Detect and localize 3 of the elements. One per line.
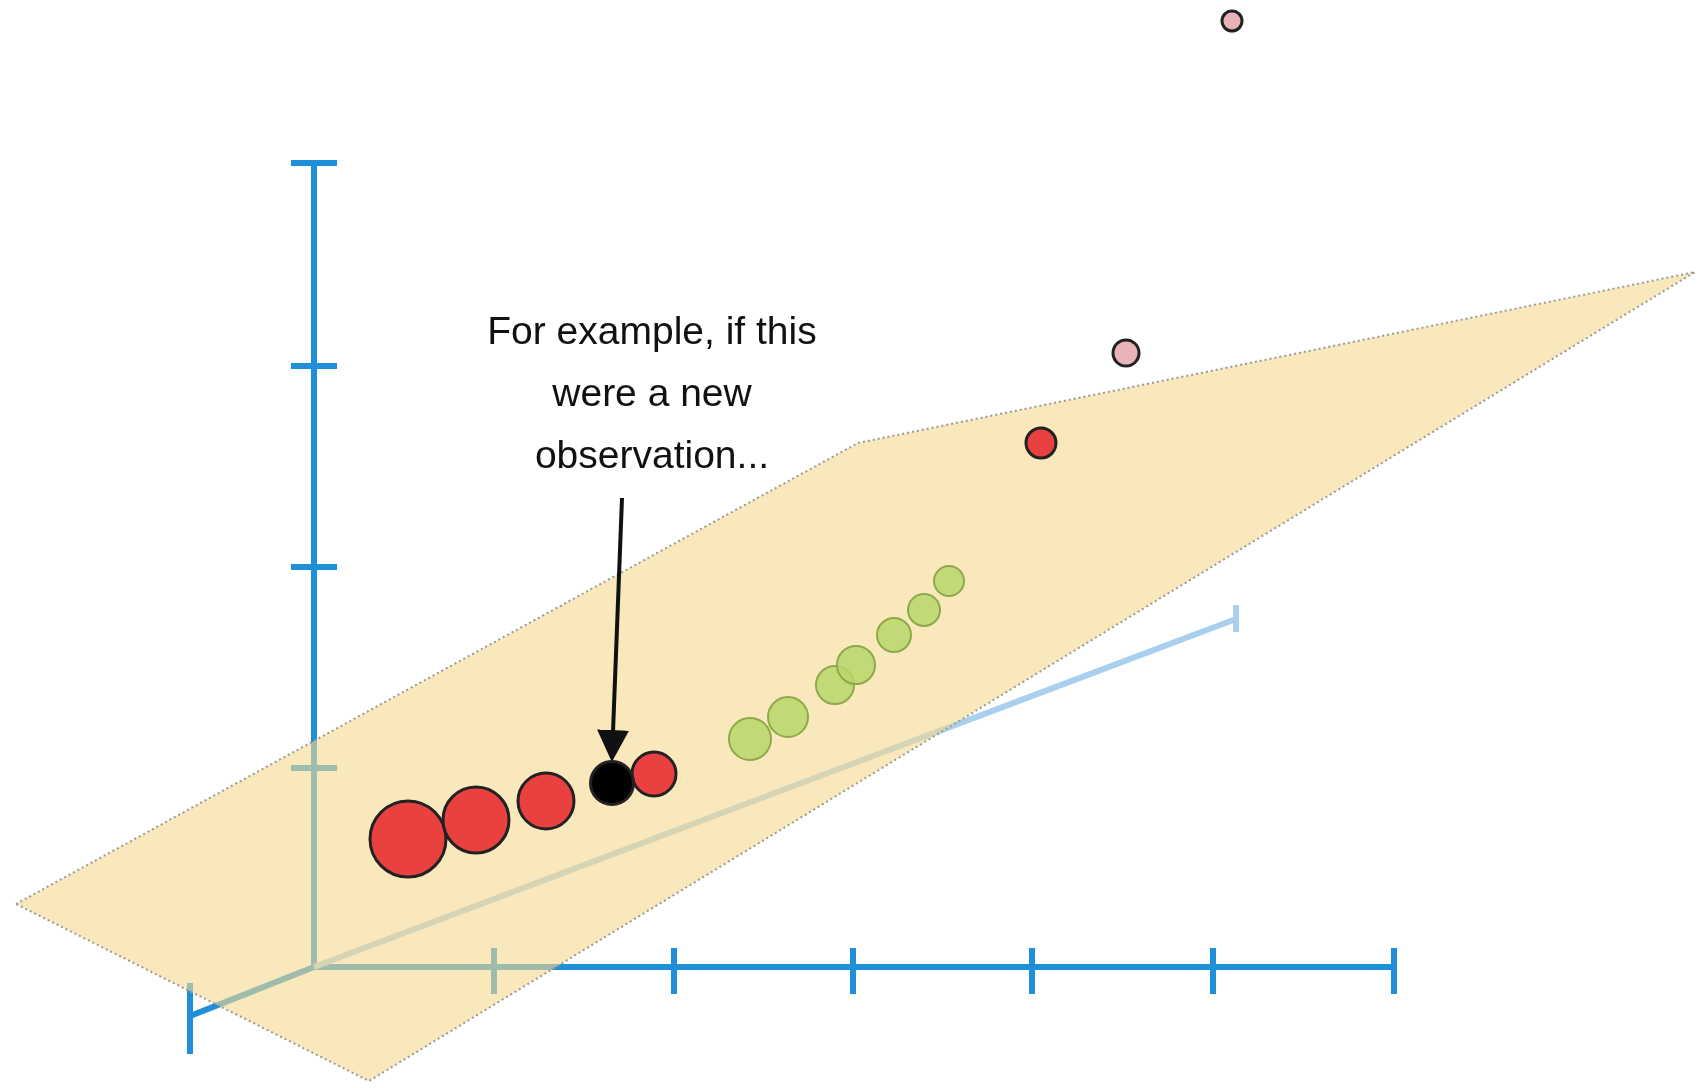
annotation-text: For example, if this were a new observation... [486,308,818,478]
data-point [589,760,635,806]
arrow [597,497,630,762]
